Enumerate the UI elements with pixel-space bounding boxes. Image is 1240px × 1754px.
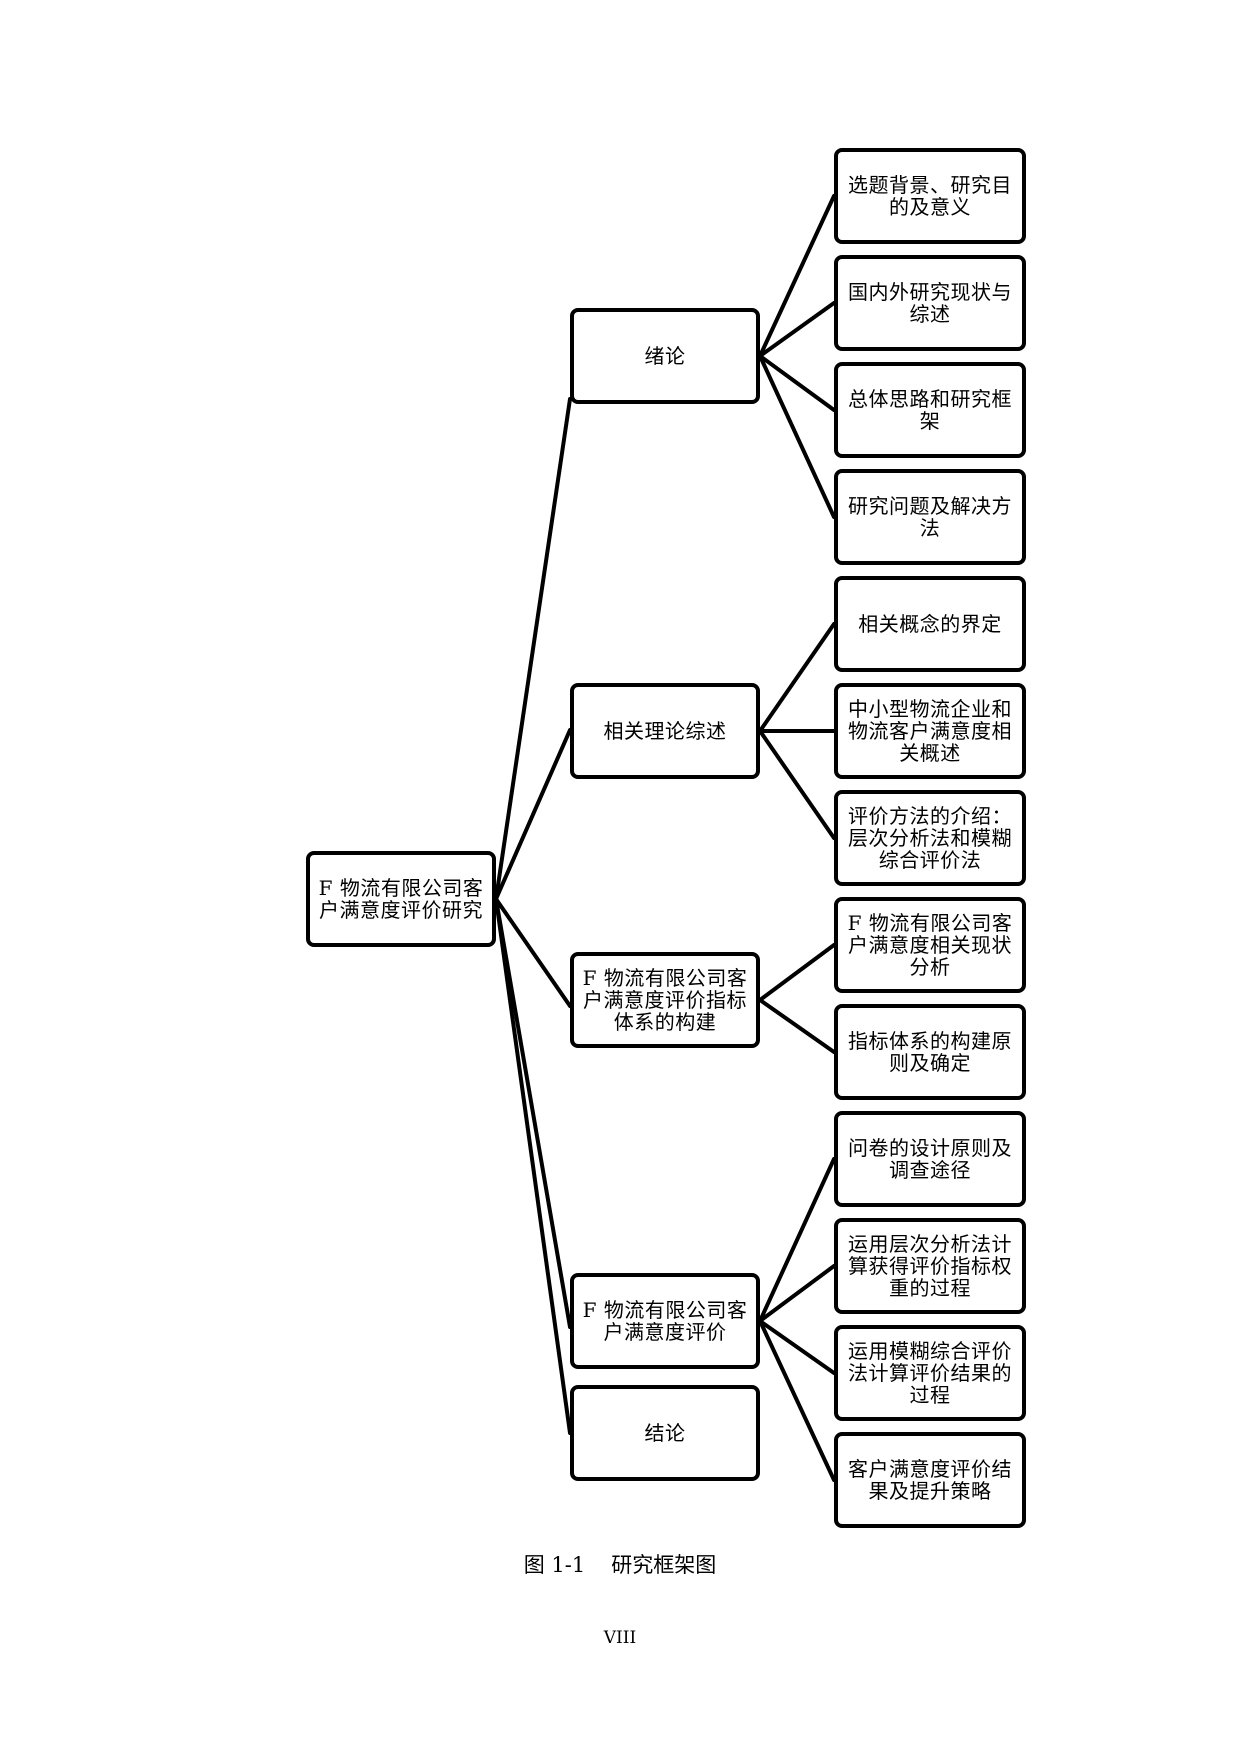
connector-ch4-item2	[758, 1264, 836, 1323]
root-node-label: F 物流有限公司客户满意度评价研究	[318, 876, 484, 922]
section-node-label: 客户满意度评价结果及提升策略	[848, 1457, 1012, 1503]
connector-ch2-item1	[758, 622, 836, 733]
section-node-label: 评价方法的介绍：层次分析法和模糊综合评价法	[848, 804, 1012, 872]
figure-number: 图 1-1	[523, 1553, 586, 1577]
chapter-node-label: 绪论	[644, 344, 686, 368]
section-node: 评价方法的介绍：层次分析法和模糊综合评价法	[834, 790, 1026, 886]
connector-ch4-item4	[758, 1319, 836, 1482]
connector-root-ch5	[494, 897, 572, 1435]
section-node-label: 相关概念的界定	[858, 612, 1002, 636]
section-node: 选题背景、研究目的及意义	[834, 148, 1026, 244]
section-node: 客户满意度评价结果及提升策略	[834, 1432, 1026, 1528]
page-number: VIII	[603, 1628, 637, 1648]
connector-ch4-item3	[758, 1319, 836, 1375]
section-node-label: 指标体系的构建原则及确定	[848, 1029, 1012, 1075]
connector-ch1-item1	[758, 194, 836, 358]
section-node: 总体思路和研究框架	[834, 362, 1026, 458]
chapter-node-label: 相关理论综述	[603, 719, 727, 743]
chapter-node: F 物流有限公司客户满意度评价	[570, 1273, 760, 1369]
connector-root-ch1	[494, 397, 572, 901]
section-node-label: 选题背景、研究目的及意义	[848, 173, 1012, 219]
figure-caption: 图 1-1 研究框架图	[0, 1551, 1240, 1579]
connector-ch1-item3	[758, 354, 836, 412]
section-node: 问卷的设计原则及调查途径	[834, 1111, 1026, 1207]
section-node: 相关概念的界定	[834, 576, 1026, 672]
chapter-node: 相关理论综述	[570, 683, 760, 779]
chapter-node-label: 结论	[644, 1421, 686, 1445]
connector-root-ch2	[494, 728, 572, 901]
section-node: F 物流有限公司客户满意度相关现状分析	[834, 897, 1026, 993]
section-node: 运用模糊综合评价法计算评价结果的过程	[834, 1325, 1026, 1421]
section-node-label: 运用层次分析法计算获得评价指标权重的过程	[848, 1232, 1012, 1300]
connector-root-ch3	[494, 897, 572, 1008]
section-node-label: 总体思路和研究框架	[848, 387, 1012, 433]
section-node: 研究问题及解决方法	[834, 469, 1026, 565]
section-node: 指标体系的构建原则及确定	[834, 1004, 1026, 1100]
connector-root-ch4	[494, 897, 572, 1329]
chapter-node-label: F 物流有限公司客户满意度评价指标体系的构建	[582, 966, 748, 1034]
chapter-node: 结论	[570, 1385, 760, 1481]
root-node: F 物流有限公司客户满意度评价研究	[306, 851, 496, 947]
section-node-label: 国内外研究现状与综述	[848, 280, 1012, 326]
section-node-label: F 物流有限公司客户满意度相关现状分析	[847, 911, 1013, 979]
connector-ch3-item2	[758, 998, 836, 1054]
section-node-label: 运用模糊综合评价法计算评价结果的过程	[848, 1339, 1012, 1407]
figure-title: 研究框架图	[611, 1553, 717, 1577]
section-node-label: 中小型物流企业和物流客户满意度相关概述	[848, 697, 1012, 765]
connector-ch4-item1	[758, 1157, 836, 1323]
section-node: 国内外研究现状与综述	[834, 255, 1026, 351]
connector-ch1-item4	[758, 354, 836, 519]
connector-ch2-item3	[758, 729, 836, 840]
chapter-node: F 物流有限公司客户满意度评价指标体系的构建	[570, 952, 760, 1048]
connector-ch3-item1	[758, 943, 836, 1002]
connector-ch1-item2	[758, 301, 836, 358]
section-node: 运用层次分析法计算获得评价指标权重的过程	[834, 1218, 1026, 1314]
chapter-node-label: F 物流有限公司客户满意度评价	[582, 1298, 748, 1344]
section-node-label: 研究问题及解决方法	[848, 494, 1012, 540]
section-node-label: 问卷的设计原则及调查途径	[848, 1136, 1012, 1182]
section-node: 中小型物流企业和物流客户满意度相关概述	[834, 683, 1026, 779]
chapter-node: 绪论	[570, 308, 760, 404]
